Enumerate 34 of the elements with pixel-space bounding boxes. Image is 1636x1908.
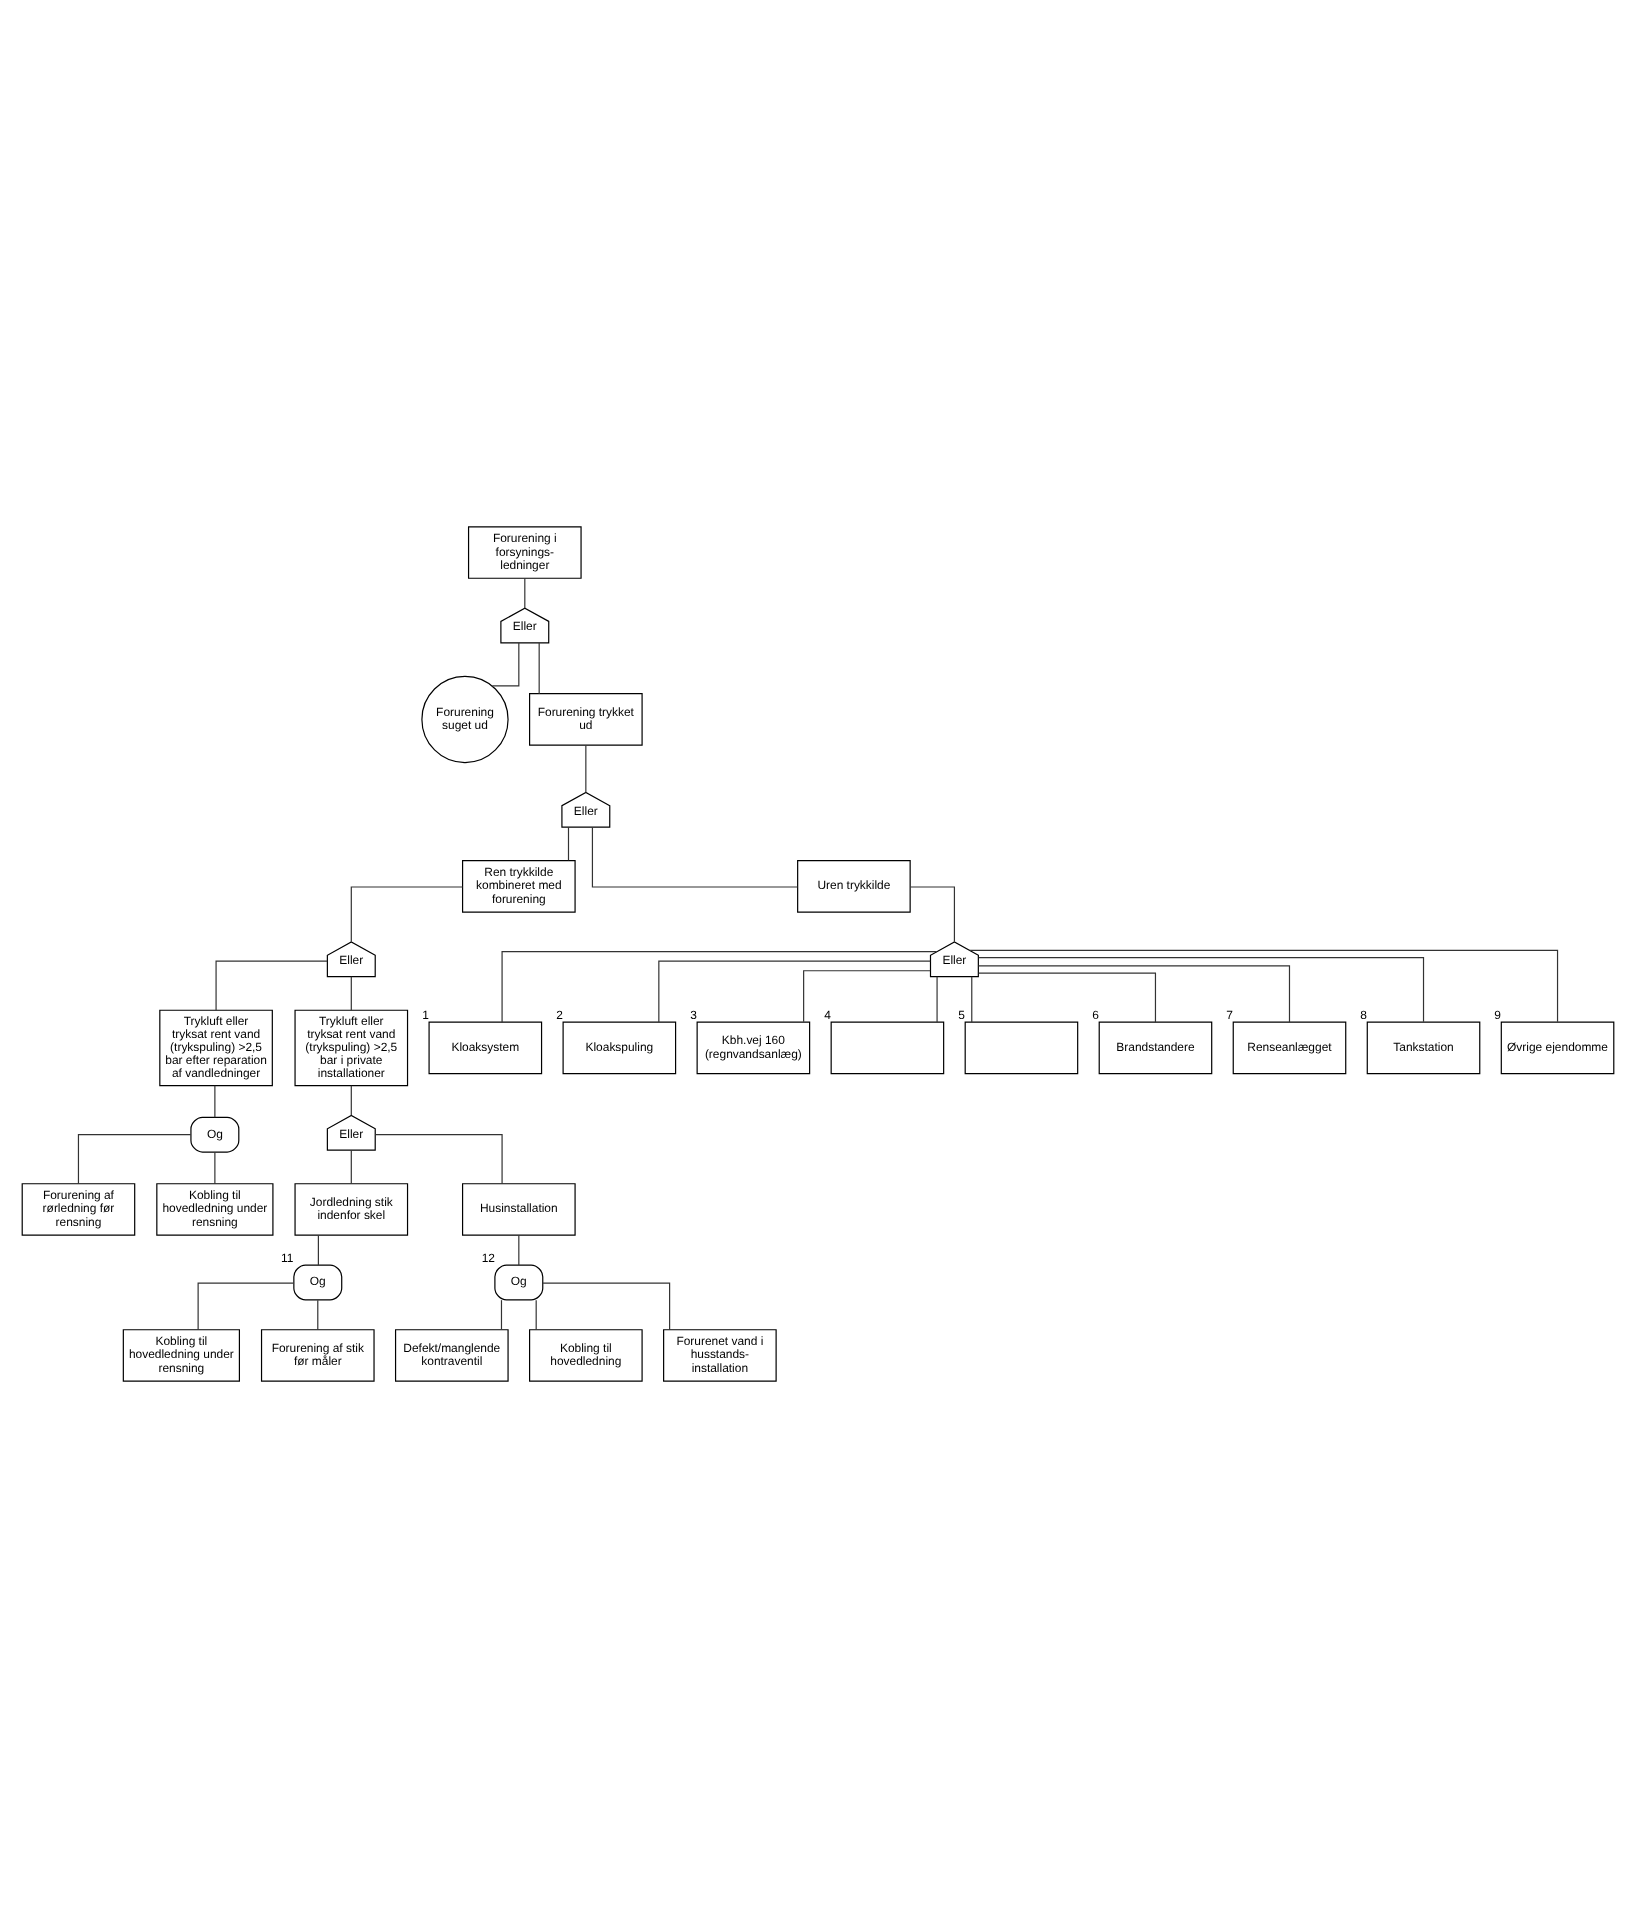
connector <box>978 972 1157 1023</box>
connector <box>500 1299 503 1330</box>
connector <box>977 965 1291 1023</box>
connector <box>350 886 464 943</box>
node-box <box>964 1021 1079 1075</box>
connector <box>567 826 570 861</box>
connector <box>214 1085 216 1118</box>
connector <box>535 1299 537 1330</box>
connector <box>501 951 938 1023</box>
connector <box>215 960 328 1011</box>
node-box <box>830 1021 945 1075</box>
connector <box>969 949 1559 1023</box>
connector <box>524 577 526 609</box>
connector <box>77 1134 192 1185</box>
connector <box>317 1234 319 1266</box>
connector <box>971 976 973 1023</box>
connector <box>978 957 1425 1023</box>
connector <box>803 970 931 1023</box>
connector <box>658 960 931 1023</box>
connector <box>936 976 938 1023</box>
connector <box>350 1085 352 1116</box>
connector <box>214 1151 216 1185</box>
connector <box>374 1134 503 1185</box>
connector <box>350 976 352 1011</box>
connector <box>538 642 540 695</box>
connector <box>317 1299 319 1330</box>
connector <box>491 642 520 687</box>
connector <box>518 1234 520 1266</box>
connector <box>197 1282 295 1331</box>
connector <box>910 886 955 943</box>
connector <box>585 745 587 793</box>
connector <box>591 826 799 888</box>
connector <box>350 1149 352 1184</box>
connector <box>542 1282 671 1331</box>
